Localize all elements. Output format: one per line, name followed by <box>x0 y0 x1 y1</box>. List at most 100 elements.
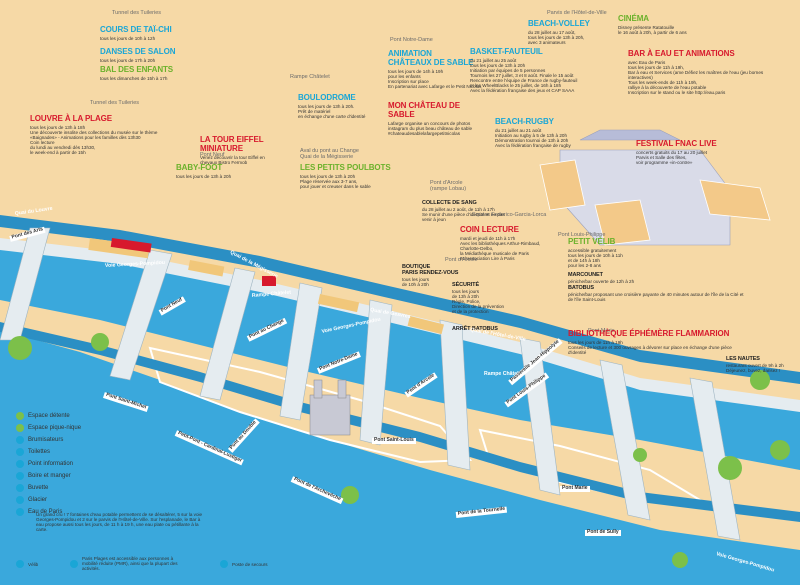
activity-title: Batobus <box>568 285 594 291</box>
seine-left-channel <box>0 330 800 585</box>
place-label-pontlp: Pont Louis-Philippe <box>558 232 606 238</box>
activity-title: Marcounet <box>568 272 603 278</box>
bottom-legend-label: Paris Plages est accessible aux personne… <box>82 556 178 571</box>
bottom-legend-item: Paris Plages est accessible aux personne… <box>70 556 180 571</box>
legend-item: Brumisateurs <box>16 436 63 444</box>
beach-courts <box>539 159 771 246</box>
activity-fnac: Festival Fnac Liveconcerts gratuits du 1… <box>636 139 726 165</box>
activity-salon: Danses de salontous les jours de 17h à 2… <box>100 47 180 63</box>
activity-title: Sécurité <box>452 282 480 288</box>
bottom-legend-item: Vélib <box>16 560 56 568</box>
activity-description: Venez découvrir la tour Eiffel en chevau… <box>200 154 265 165</box>
legend-label: Boire et manger <box>28 473 71 479</box>
activity-poulbots: Les petits poulbotstous les jours de 13h… <box>300 163 410 189</box>
legend-item: Boire et manger <box>16 472 71 480</box>
water-footnote: Un grand cru ! 7 fontaines d'eau potable… <box>36 512 203 532</box>
activity-description: Lafarge organise un concours de photos i… <box>388 120 473 136</box>
legend-label: Buvette <box>28 485 49 491</box>
activity-boutique: Boutique Paris rendez-voustous les jours… <box>402 264 462 287</box>
legend-label: Toilettes <box>28 449 51 455</box>
place-label-squarefgl: Square Federico-Garcia-Lorca <box>472 212 547 218</box>
legend-label: Espace détente <box>28 413 70 419</box>
activity-nautes: Les Nautesrestaurant ouvert de 9h à 2h D… <box>726 356 798 373</box>
road-label-rampechat3: Rampe Châtelet <box>484 371 524 377</box>
activity-description: mardi et jeudi de 11h à 17h Avec les bib… <box>460 235 541 261</box>
activity-description: tous les jours de 13h à 20h Plage réserv… <box>300 173 371 189</box>
bike-icon <box>16 560 24 568</box>
legend-item: Eau de Paris <box>16 508 62 516</box>
activity-title: Petit Vélib <box>568 237 616 246</box>
bottom-legend-label: Vélib <box>28 561 39 567</box>
activity-arret: Arrêt Batobus <box>452 326 512 332</box>
road-label-pontstlouis: Pont Saint-Louis <box>372 437 416 444</box>
activity-description: tous les jours de 10h à 12h <box>100 35 156 41</box>
quai-road <box>0 215 800 384</box>
drink-icon <box>16 484 24 492</box>
legend-label: Point information <box>28 461 74 467</box>
deckchair-icon <box>16 412 24 420</box>
firstaid-icon <box>220 560 228 568</box>
left-bank-road <box>0 322 800 522</box>
activity-title: Bar à eau et animations <box>628 49 735 58</box>
picnic-icon <box>16 424 24 432</box>
activity-taichi: Cours de taï-chitous les jours de 10h à … <box>100 25 180 41</box>
activity-title: Cours de taï-chi <box>100 25 172 34</box>
activity-description: péniche/bar proposant une croisière paya… <box>568 292 744 303</box>
activity-description: du 28 juillet au 17 août, tous les jours… <box>528 29 585 45</box>
activity-securite: Sécuritétous les jours de 13h à 20h Règl… <box>452 282 522 314</box>
activity-description: tous les dimanches de 15h à 17h <box>100 75 168 81</box>
activity-collecte: Collecte de sangdu 28 juillet au 2 août,… <box>422 200 507 222</box>
road-label-pontmarie2: Pont Marie <box>560 485 590 492</box>
food-icon <box>16 472 24 480</box>
activity-basket: Basket-fauteuildu 21 juillet au 25 août … <box>470 47 615 93</box>
activity-description: restaurant ouvert de 9h à 2h Déjeunez, b… <box>726 363 784 374</box>
activity-description: péniche/bar ouverte de 12h à 2h <box>568 279 635 285</box>
place-label-parvis: Parvis de l'Hôtel-de-Ville <box>547 10 607 16</box>
activity-petitvelib: Petit Vélibaccessible gratuitement tous … <box>568 237 658 268</box>
activity-description: du 28 juillet au 2 août, de 11h à 17h Se… <box>422 207 505 223</box>
activity-description: tous les jours de 11h à 19h Conseils de … <box>568 339 732 355</box>
activity-boulodrome: Boulodrometous les jours de 13h à 20h. P… <box>298 93 388 119</box>
activity-title: Bal des enfants <box>100 65 174 74</box>
activity-title: Beach-volley <box>528 19 590 28</box>
activity-title: Boutique Paris rendez-vous <box>402 264 459 277</box>
wheelchair-icon <box>70 559 78 568</box>
legend-item: Espace détente <box>16 412 70 420</box>
activity-title: Basket-fauteuil <box>470 47 543 56</box>
legend-label: Brumisateurs <box>28 437 64 443</box>
bottom-legend-label: Poste de secours <box>232 561 268 567</box>
activity-description: tous les jours de 10h à 20h <box>402 277 430 288</box>
icecream-icon <box>16 496 24 504</box>
activity-flammarion: Bibliothèque éphémère Flammariontous les… <box>568 329 748 355</box>
legend-label: Espace pique-nique <box>28 425 82 431</box>
activity-title: Danses de salon <box>100 47 176 56</box>
activity-bareau: Bar à eau et animationsavec Eau de Paris… <box>628 49 788 95</box>
bridges <box>0 227 741 541</box>
activity-beachrugby: Beach-rugbydu 21 juillet au 21 août Init… <box>495 117 595 148</box>
place-label-pontarcole: Pont d'Arcole (rampe Lobau) <box>430 180 467 193</box>
info-icon <box>16 460 24 468</box>
activity-description: tous les jours de 13h à 18h Une découver… <box>30 124 158 156</box>
voie-georges-pompidou <box>0 238 800 412</box>
activity-coinlecture: Coin lecturemardi et jeudi de 11h à 17h … <box>460 225 550 261</box>
activity-title: Coin lecture <box>460 225 519 234</box>
legend-label: Glacier <box>28 497 48 503</box>
road-label-pontsully: Pont de Sully <box>585 529 621 536</box>
activity-title: La tour Eiffel miniature <box>200 135 264 153</box>
activity-description: tous les jours de 13h à 20h Règle, Polic… <box>452 289 505 315</box>
place-label-pontmarie: Pont Marie <box>588 328 615 334</box>
activity-title: Arrêt Batobus <box>452 326 498 332</box>
activity-description: tous les jours de 13h à 20h <box>176 173 232 179</box>
activity-animation: Animation châteaux de sabletous les jour… <box>388 49 483 89</box>
activity-title: Boulodrome <box>298 93 356 102</box>
activity-title: Bibliothèque éphémère Flammarion <box>568 329 730 338</box>
activity-cinema: CinémaDisney présente Ratatouille le 16 … <box>618 14 698 35</box>
activity-description: du 21 juillet au 21 août Initiation au r… <box>495 127 571 148</box>
activity-title: Festival Fnac Live <box>636 139 717 148</box>
legend-item: Espace pique-nique <box>16 424 81 432</box>
activity-monchateau: Mon château de sableLafarge organise un … <box>388 101 488 136</box>
toilet-icon <box>16 448 24 456</box>
activity-title: Mon château de sable <box>388 101 460 119</box>
activity-louvre: Louvre à la plagetous les jours de 13h à… <box>30 114 160 156</box>
